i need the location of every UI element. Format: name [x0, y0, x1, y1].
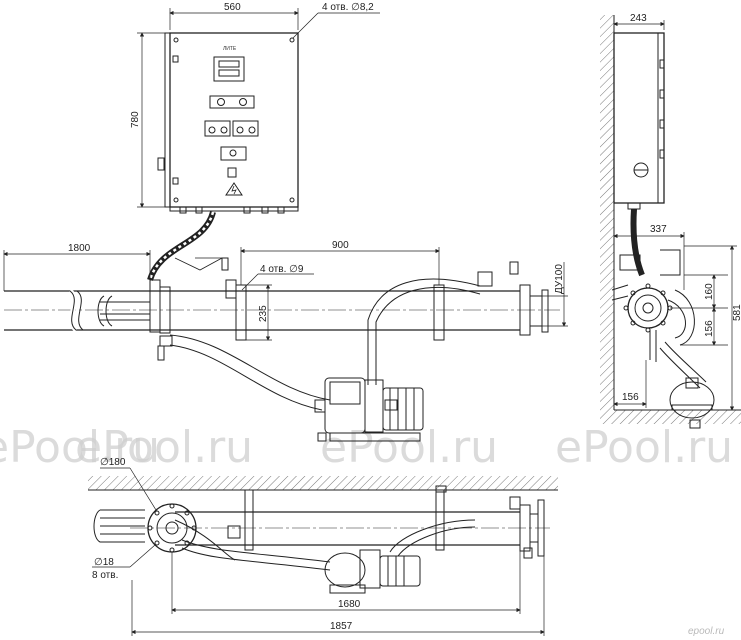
- leader-box-holes: [292, 12, 380, 39]
- dimension-pipe-left: [3, 250, 151, 291]
- power-cable: [147, 211, 216, 282]
- dimension-side-reach: [613, 232, 685, 290]
- plan-view-sterilizer: [93, 485, 550, 571]
- dimension-box-width: [169, 8, 299, 30]
- pump: [314, 377, 424, 442]
- main-pipe: [4, 257, 560, 361]
- site-logo: epool.ru: [688, 626, 725, 637]
- side-cable: [630, 208, 645, 277]
- dimension-label: 156: [622, 392, 639, 403]
- watermark-group: ePool.ru ePool.ru ePool.ru ePool.ru: [0, 422, 733, 473]
- leader-bracket-holes: [241, 273, 314, 291]
- watermark-text: ePool.ru: [75, 422, 253, 473]
- dimension-label: 581: [732, 304, 741, 321]
- dimension-label: 235: [258, 305, 269, 322]
- dimension-label: ∅180: [100, 457, 126, 468]
- leader-flange-diameter: [100, 467, 157, 511]
- control-box-label: ЛИТЕ: [223, 46, 237, 52]
- plan-view-ceiling: [88, 476, 558, 491]
- watermark-text: ePool.ru: [555, 422, 733, 473]
- dimension-label: 1680: [338, 599, 361, 610]
- dimension-label: 1800: [68, 243, 91, 254]
- dimension-side-heights: [670, 245, 737, 411]
- dimension-label: 900: [332, 240, 349, 251]
- dimension-box-height: [137, 32, 165, 208]
- dimension-plan-total: [131, 556, 545, 636]
- dimension-side-depth: [613, 20, 665, 30]
- dimension-side-bottom: [613, 360, 647, 408]
- dimension-label: 337: [650, 224, 667, 235]
- dimension-label: 243: [630, 13, 647, 24]
- control-box: [157, 32, 299, 214]
- water-hose: [169, 278, 481, 411]
- side-view-box: [613, 32, 665, 210]
- side-view-sterilizer: [611, 249, 715, 429]
- dimension-label: 780: [130, 111, 141, 128]
- dimension-nominal-diameter: [542, 262, 568, 327]
- dimension-bracket-height: [246, 284, 272, 341]
- dimension-label: 160: [704, 283, 715, 300]
- dimension-label: ∅18: [94, 557, 114, 568]
- dimension-label: 156: [704, 320, 715, 337]
- watermark-text: ePool.ru: [0, 422, 160, 473]
- dimension-label: ДУ100: [554, 264, 565, 294]
- dimension-label: 4 отв. ∅9: [260, 264, 304, 275]
- dimension-bracket-spacing: [240, 247, 440, 285]
- plan-view-pump: [324, 549, 421, 594]
- dimension-label: 560: [224, 2, 241, 13]
- dimension-label: 8 отв.: [92, 570, 118, 581]
- dimension-plan-inner: [171, 551, 521, 614]
- side-view-wall: [600, 15, 741, 424]
- dimension-label: 1857: [330, 621, 353, 632]
- leader-flange-holes: [92, 544, 156, 568]
- dimension-label: 4 отв. ∅8,2: [322, 2, 374, 13]
